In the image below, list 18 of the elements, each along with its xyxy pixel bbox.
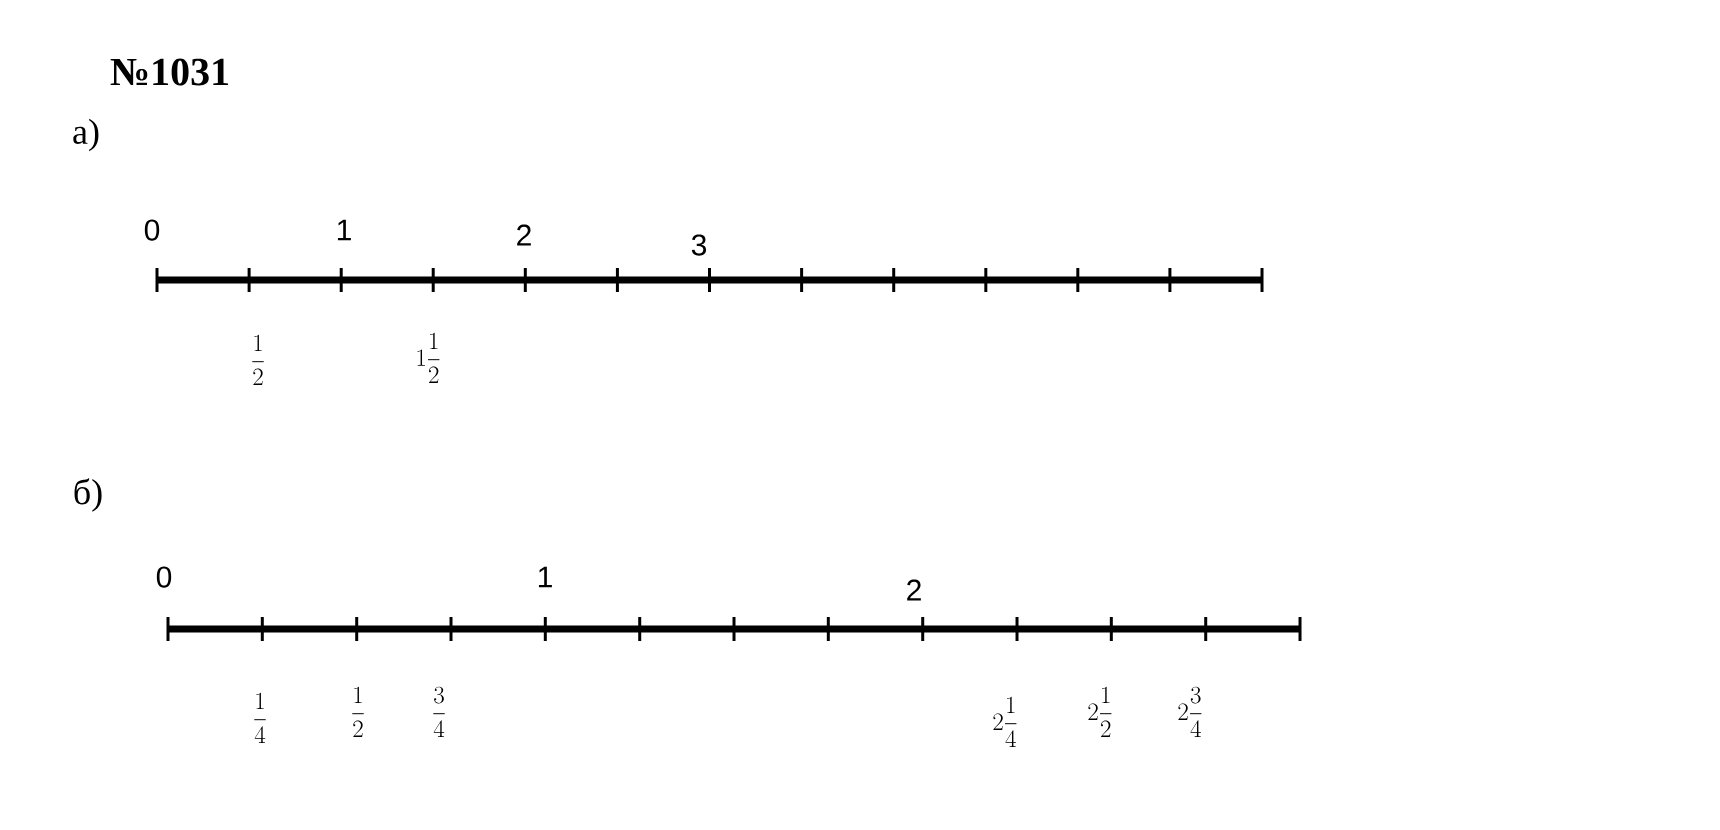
tick-label: 0: [156, 566, 172, 588]
tick-label: 1: [538, 566, 552, 588]
fraction-label: $\frac{1}{4}$: [254, 692, 266, 743]
part-label: б): [74, 478, 102, 512]
fraction-label: $2\frac{1}{4}$: [993, 696, 1017, 747]
fraction-label: $\frac{3}{4}$: [433, 686, 445, 737]
fraction-label: $2\frac{3}{4}$: [1178, 686, 1202, 737]
tick-label: 2: [907, 579, 921, 601]
tick-label: 0: [144, 219, 160, 241]
fraction-label: $2\frac{1}{2}$: [1088, 686, 1112, 737]
part-label: а): [73, 118, 99, 152]
fraction-label: $\frac{1}{2}$: [252, 334, 264, 385]
tick-label: 1: [337, 219, 351, 241]
title: №1031: [110, 58, 229, 86]
fraction-label: $\frac{1}{2}$: [352, 686, 364, 737]
fraction-label: $1\frac{1}{2}$: [417, 332, 440, 383]
tick-label: 3: [691, 234, 707, 256]
tick-label: 2: [517, 224, 531, 246]
